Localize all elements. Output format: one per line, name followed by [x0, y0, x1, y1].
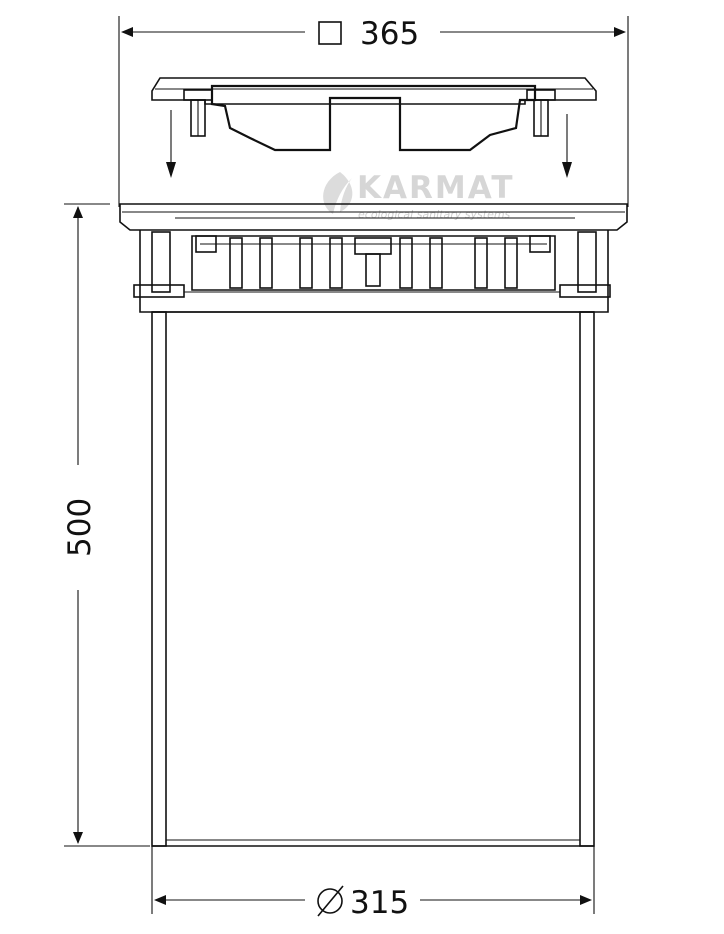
assembly-arrow-right-icon: [562, 114, 572, 178]
bottom-diameter-dimension: 315: [151, 846, 595, 921]
watermark-tagline: ecological sanitary systems: [358, 208, 511, 221]
square-symbol-icon: [318, 21, 342, 45]
pipe-body: [151, 311, 595, 847]
leaf-logo-icon: [323, 172, 353, 214]
bottom-diameter-value: 315: [350, 885, 409, 921]
right-bolt-icon: [526, 89, 556, 137]
left-bolt-icon: [183, 89, 213, 137]
top-width-dimension: 365: [118, 16, 629, 207]
height-dimension: 500: [62, 203, 150, 847]
diameter-symbol-icon: [317, 885, 344, 917]
grate-cover: [151, 77, 597, 178]
watermark-brand: KARMAT: [357, 170, 514, 206]
top-width-value: 365: [360, 16, 419, 52]
karmat-watermark: KARMAT ecological sanitary systems: [323, 170, 514, 221]
assembly-arrow-left-icon: [166, 110, 176, 178]
height-value: 500: [62, 498, 98, 557]
inner-trap: [191, 235, 556, 291]
